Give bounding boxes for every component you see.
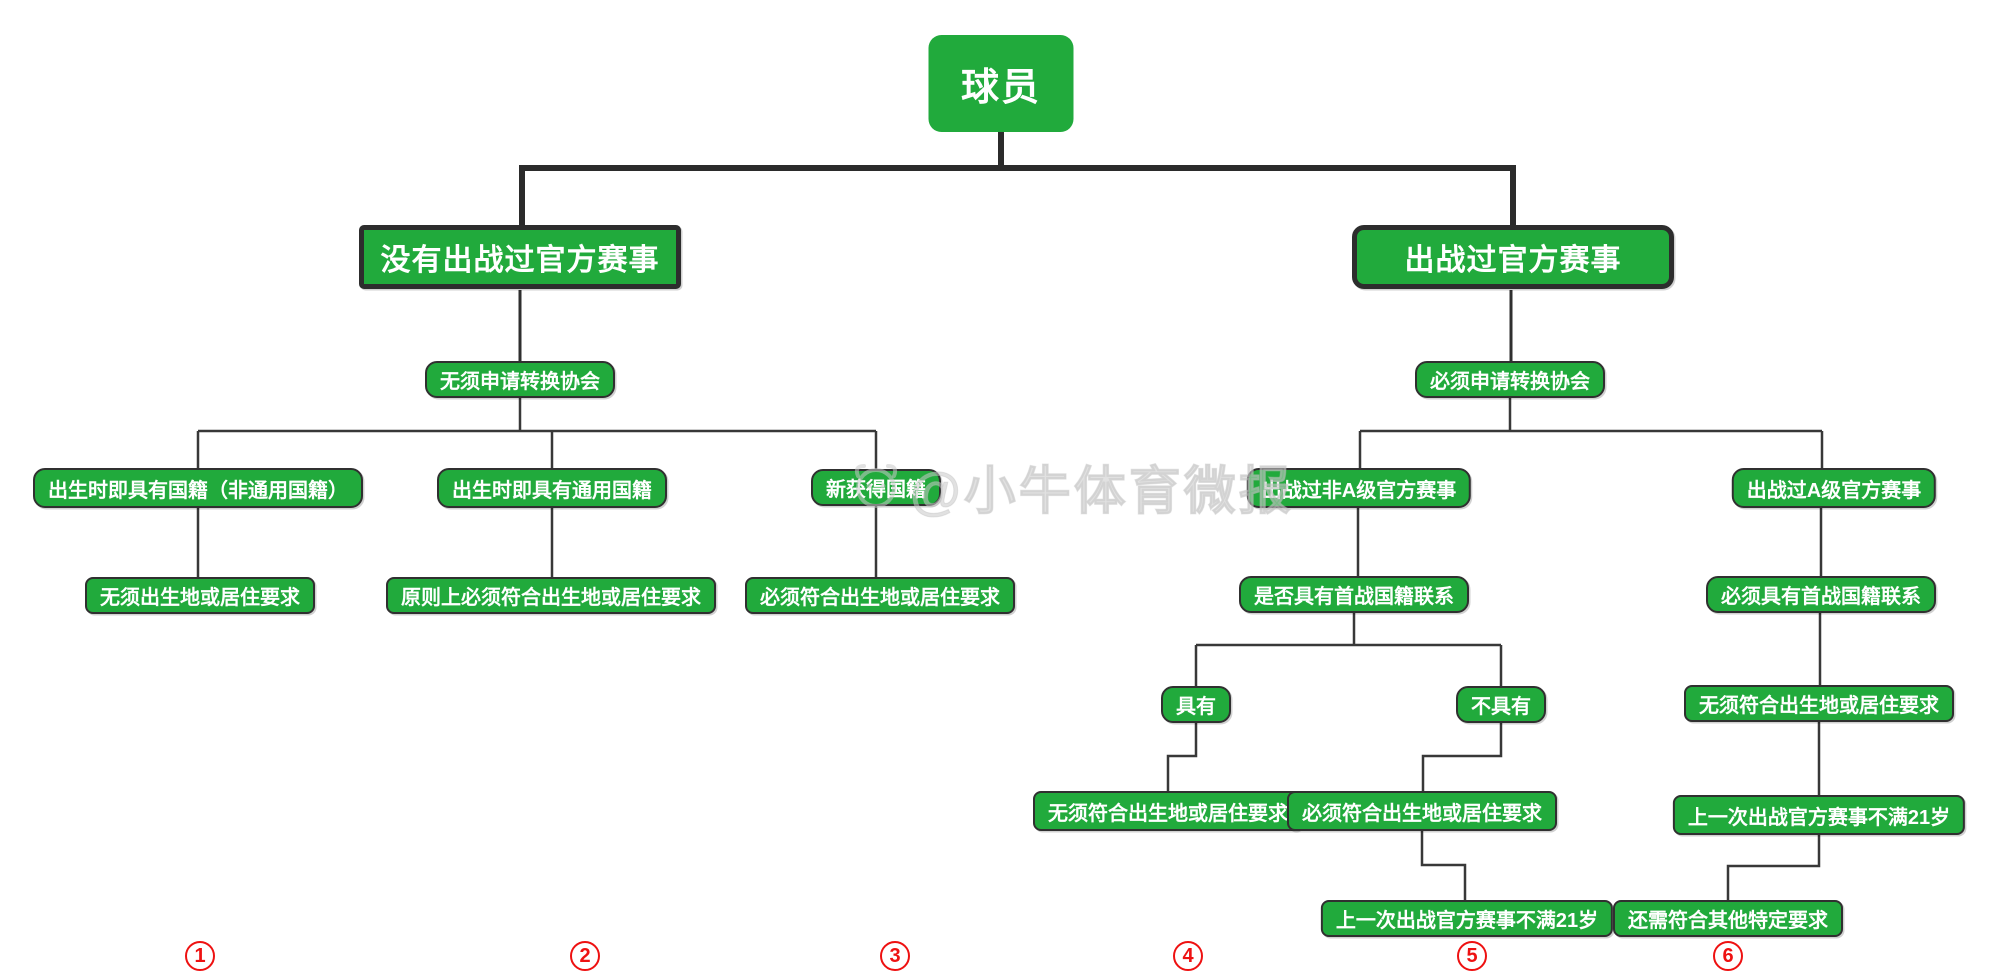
node-branch5-must-meet-requirement: 必须符合出生地或居住要求 <box>1287 791 1557 831</box>
node-has-link: 具有 <box>1161 686 1231 723</box>
node-no-official-matches: 没有出战过官方赛事 <box>359 225 681 289</box>
branch-number-2: 2 <box>570 941 600 971</box>
node-a-level-matches-label: 出战过A级官方赛事 <box>1746 479 1922 502</box>
node-non-a-level-matches: 出战过非A级官方赛事 <box>1246 468 1472 508</box>
node-has-first-match-nationality-link-question-label: 是否具有首战国籍联系 <box>1254 586 1454 608</box>
node-has-link-label: 具有 <box>1176 696 1216 718</box>
connector-mid <box>518 290 1513 361</box>
node-birth-non-universal-nationality: 出生时即具有国籍（非通用国籍） <box>33 468 363 508</box>
node-branch6-no-need-meet-requirement-label: 无须符合出生地或居住要求 <box>1699 695 1939 717</box>
node-branch5-must-meet-requirement-label: 必须符合出生地或居住要求 <box>1302 802 1542 825</box>
node-branch4-no-need-meet-requirement: 无须符合出生地或居住要求 <box>1033 791 1303 831</box>
node-birth-non-universal-nationality-label: 出生时即具有国籍（非通用国籍） <box>48 479 348 502</box>
node-must-have-first-match-nationality-link: 必须具有首战国籍联系 <box>1706 576 1936 613</box>
node-no-need-switch-association: 无须申请转换协会 <box>425 361 615 398</box>
node-official-matches: 出战过官方赛事 <box>1352 225 1674 289</box>
node-must-switch-association: 必须申请转换协会 <box>1415 361 1605 398</box>
connector-left-subtree <box>196 398 878 577</box>
branch-number-5-label: 5 <box>1466 945 1478 967</box>
node-birth-universal-nationality: 出生时即具有通用国籍 <box>437 468 667 508</box>
node-no-official-matches-label: 没有出战过官方赛事 <box>380 244 660 277</box>
node-new-nationality: 新获得国籍 <box>811 469 941 506</box>
node-principle-must-meet-requirement: 原则上必须符合出生地或居住要求 <box>386 577 716 614</box>
node-no-need-switch-association-label: 无须申请转换协会 <box>440 371 600 393</box>
branch-number-5: 5 <box>1457 941 1487 971</box>
node-principle-must-meet-requirement-label: 原则上必须符合出生地或居住要求 <box>401 587 701 609</box>
node-has-no-link-label: 不具有 <box>1471 696 1531 718</box>
node-must-meet-birth-residence-requirement-label: 必须符合出生地或居住要求 <box>760 587 1000 609</box>
node-no-birth-residence-requirement-label: 无须出生地或居住要求 <box>100 587 300 609</box>
node-a-level-matches: 出战过A级官方赛事 <box>1731 468 1937 508</box>
node-other-specific-requirements-label: 还需符合其他特定要求 <box>1628 910 1828 932</box>
node-birth-universal-nationality-label: 出生时即具有通用国籍 <box>452 479 652 502</box>
node-new-nationality-label: 新获得国籍 <box>826 479 926 501</box>
node-branch5-last-match-under-21: 上一次出战官方赛事不满21岁 <box>1320 900 1614 937</box>
node-no-birth-residence-requirement: 无须出生地或居住要求 <box>85 577 315 614</box>
node-player: 球员 <box>928 35 1074 132</box>
branch-number-2-label: 2 <box>579 945 591 967</box>
node-must-meet-birth-residence-requirement: 必须符合出生地或居住要求 <box>745 577 1015 614</box>
node-has-first-match-nationality-link-question: 是否具有首战国籍联系 <box>1239 576 1469 613</box>
node-has-no-link: 不具有 <box>1456 686 1546 723</box>
branch-number-1: 1 <box>185 941 215 971</box>
node-official-matches-label: 出战过官方赛事 <box>1404 244 1622 277</box>
node-must-have-first-match-nationality-link-label: 必须具有首战国籍联系 <box>1721 586 1921 608</box>
node-other-specific-requirements: 还需符合其他特定要求 <box>1613 900 1843 937</box>
branch-number-4-label: 4 <box>1182 945 1194 967</box>
branch-number-6-label: 6 <box>1722 945 1734 967</box>
node-player-label: 球员 <box>960 67 1041 109</box>
node-branch4-no-need-meet-requirement-label: 无须符合出生地或居住要求 <box>1048 802 1288 825</box>
branch-number-4: 4 <box>1173 941 1203 971</box>
node-non-a-level-matches-label: 出战过非A级官方赛事 <box>1261 479 1457 502</box>
branch-number-3-label: 3 <box>889 945 901 967</box>
connector-root-tee <box>519 131 1516 225</box>
node-branch6-last-match-under-21-label: 上一次出战官方赛事不满21岁 <box>1687 806 1951 829</box>
node-branch6-last-match-under-21: 上一次出战官方赛事不满21岁 <box>1672 795 1966 835</box>
branch-number-3: 3 <box>880 941 910 971</box>
branch-number-1-label: 1 <box>194 945 206 967</box>
node-branch5-last-match-under-21-label: 上一次出战官方赛事不满21岁 <box>1335 910 1599 932</box>
connector-right-subtree <box>1166 398 1824 900</box>
node-branch6-no-need-meet-requirement: 无须符合出生地或居住要求 <box>1684 685 1954 722</box>
branch-number-6: 6 <box>1713 941 1743 971</box>
node-must-switch-association-label: 必须申请转换协会 <box>1430 371 1590 393</box>
